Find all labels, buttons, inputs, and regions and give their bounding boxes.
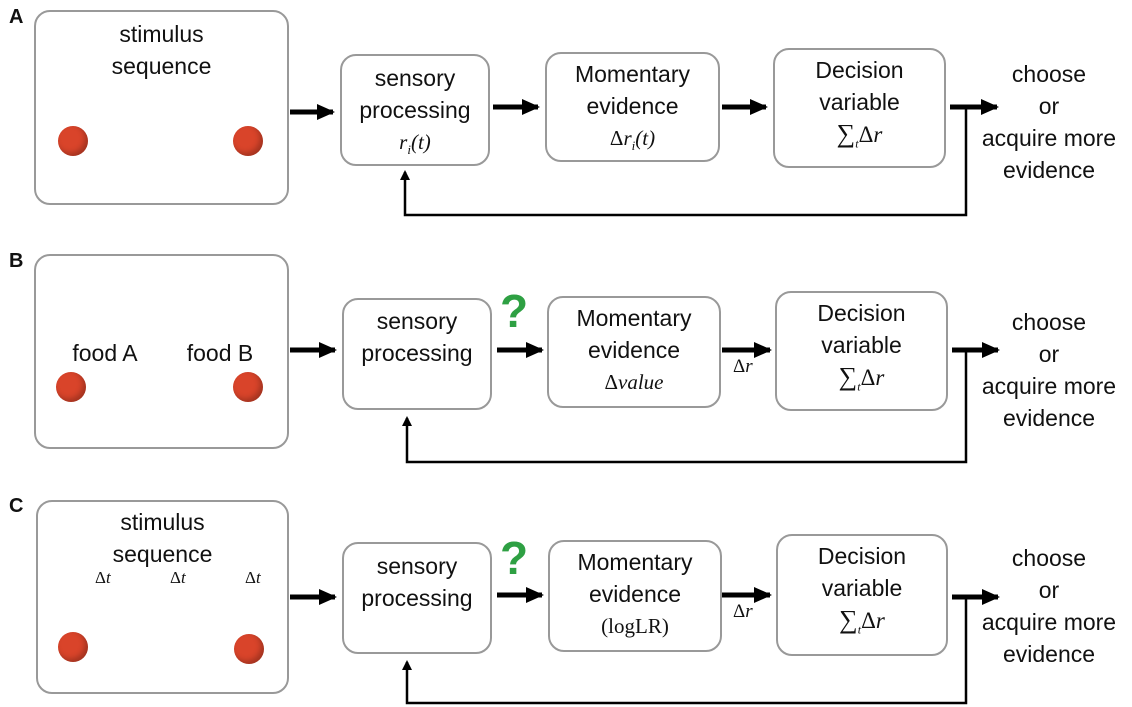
feedback-line-a: [400, 107, 968, 217]
momentary-label-b: Momentary evidence Δvalue: [576, 305, 692, 394]
target-dot-a-left: [58, 126, 88, 156]
outcome-label-c: choose or acquire more evidence: [981, 545, 1117, 667]
momentary-box-a: [545, 52, 720, 162]
arrow-label-b: Δr: [733, 356, 753, 377]
panel-letter-a: A: [9, 6, 24, 28]
momentary-box-c: [548, 540, 722, 652]
target-dot-b-right: [233, 372, 263, 402]
sensory-box-b: [342, 298, 492, 410]
target-dot-a-right: [233, 126, 263, 156]
feedback-line-c: [402, 597, 968, 705]
decision-label-a: Decision variable ∑tΔr: [815, 57, 904, 151]
decision-box-a: [773, 48, 946, 168]
delta-t-label-1: Δt: [95, 568, 111, 587]
sensory-label-c: sensory processing: [361, 553, 473, 611]
outcome-label-b: choose or acquire more evidence: [981, 309, 1117, 431]
decision-label-c: Decision variable ∑tΔr: [817, 543, 907, 637]
delta-t-label-2: Δt: [170, 568, 186, 587]
decision-box-b: [775, 291, 948, 411]
panel-a-arrows: [290, 99, 999, 120]
panel-c-arrows: [290, 587, 1000, 605]
sensory-label-a: sensory processing ri(t): [359, 65, 471, 158]
panel-letter-c: C: [9, 495, 24, 517]
stimulus-title-c: stimulus sequence: [112, 509, 213, 567]
question-mark-b: ?: [500, 285, 529, 337]
target-dot-b-left: [56, 372, 86, 402]
feedback-line-b: [402, 350, 968, 464]
decision-label-b: Decision variable ∑tΔr: [817, 300, 906, 394]
food-b-label: food B: [186, 340, 254, 366]
arrow-label-c: Δr: [733, 601, 753, 622]
delta-t-label-3: Δt: [245, 568, 261, 587]
momentary-label-a: Momentary evidence Δri(t): [574, 61, 691, 154]
stimulus-box-a: [34, 10, 289, 205]
target-dot-c-right: [234, 634, 264, 664]
momentary-box-b: [547, 296, 721, 408]
question-mark-c: ?: [500, 532, 529, 584]
momentary-label-c: Momentary evidence (logLR): [577, 549, 693, 638]
food-a-label: food A: [72, 340, 138, 366]
stimulus-title-a: stimulus sequence: [111, 21, 212, 79]
sensory-label-b: sensory processing: [361, 308, 473, 366]
decision-box-c: [776, 534, 948, 656]
stimulus-box-b: [34, 254, 289, 449]
sensory-box-c: [342, 542, 492, 654]
sensory-box-a: [340, 54, 490, 166]
panel-letter-b: B: [9, 250, 24, 272]
outcome-label-a: choose or acquire more evidence: [981, 61, 1117, 183]
target-dot-c-left: [58, 632, 88, 662]
